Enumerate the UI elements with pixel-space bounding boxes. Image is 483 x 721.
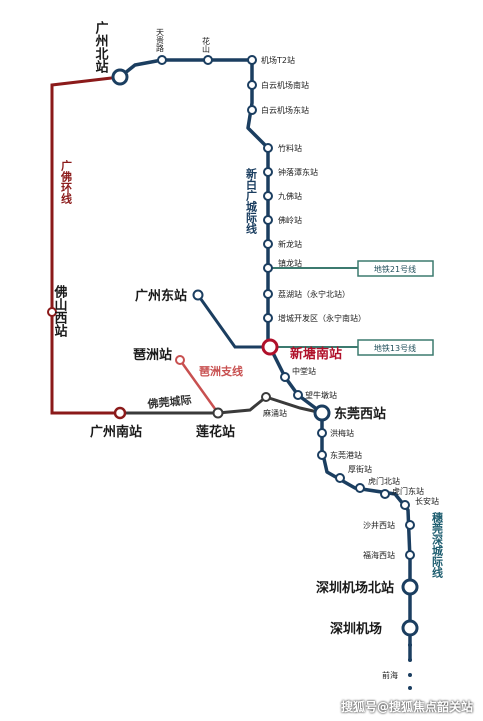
metro21-callout-label: 地铁21号线 <box>374 264 416 274</box>
station-marker-dongguan-xi <box>313 404 331 422</box>
station-marker-guangzhou-bei <box>111 68 129 86</box>
label-zhuliao: 竹料站 <box>278 143 302 153</box>
qianhai-dotted-extension <box>408 643 412 690</box>
label-guangzhou-nan: 广州南站 <box>90 424 142 440</box>
label-fuhai-xi: 福海西站 <box>363 550 395 560</box>
label-zhongtang: 中堂站 <box>292 366 316 376</box>
label-guangzhou-dong: 广州东站 <box>135 288 187 304</box>
label-chang-an: 长安站 <box>415 496 439 506</box>
label-zhongluotan-dong: 钟落潭东站 <box>278 167 318 177</box>
pizhou-branch-label: 琶洲支线 <box>199 364 243 378</box>
station-marker-pizhou <box>175 355 185 365</box>
guanshen-line-label: 穗莞深城际线 <box>431 511 445 579</box>
foguan-line-label: 佛莞城际 <box>146 392 192 411</box>
station-marker-lianhua <box>212 407 224 419</box>
metro21-callout-box <box>357 260 434 277</box>
label-zengcheng: 增城开发区（永宁南站） <box>278 313 366 323</box>
station-marker-foling <box>263 215 273 225</box>
label-dongguan-xi: 东莞西站 <box>334 406 386 422</box>
label-foling: 佛岭站 <box>278 215 302 225</box>
guangzhou-dong-connector <box>196 294 270 349</box>
station-marker-tiangui-lu <box>157 55 167 65</box>
label-houjie: 厚街站 <box>348 464 372 474</box>
guangfo-ring-line <box>50 75 121 415</box>
label-zhenlong: 镇龙站 <box>278 258 302 268</box>
station-marker-lihu <box>263 289 273 299</box>
station-marker-jiufo <box>263 191 273 201</box>
station-marker-shenzhen-airport <box>401 619 419 637</box>
label-humen-dong: 虎门东站 <box>392 486 424 496</box>
label-foshan-xi: 佛山西站 <box>52 284 69 338</box>
foguan-intercity-line <box>120 395 323 415</box>
station-marker-xintang-nan <box>261 338 279 356</box>
label-jiufo: 九佛站 <box>278 191 302 201</box>
guangfo-ring-line-label: 广佛环线 <box>60 159 74 205</box>
station-marker-hongmei <box>317 428 327 438</box>
station-marker-xinlong <box>263 239 273 249</box>
station-marker-zhuliao <box>263 143 273 153</box>
label-dongguan-gang: 东莞港站 <box>330 450 362 460</box>
label-xintang-nan: 新塘南站 <box>290 346 342 362</box>
label-wangniudun: 望牛墩站 <box>305 390 337 400</box>
station-marker-shajing-xi <box>405 520 415 530</box>
station-marker-foshan-xi <box>47 307 57 317</box>
station-marker-zhenlong <box>263 263 273 273</box>
station-marker-dongguan-gang <box>317 450 327 460</box>
metro13-callout-box <box>357 339 434 356</box>
station-marker-humen-dong <box>380 489 390 499</box>
metro13-callout-label: 地铁13号线 <box>374 343 416 353</box>
station-marker-chang-an <box>400 500 410 510</box>
label-hongmei: 洪梅站 <box>330 428 354 438</box>
station-marker-guangzhou-nan <box>113 406 127 420</box>
label-shenzhen-airport: 深圳机场 <box>330 621 382 637</box>
station-marker-zhongtang <box>280 372 290 382</box>
station-marker-zengcheng <box>263 313 273 323</box>
station-marker-humen-bei <box>355 483 365 493</box>
station-marker-baiyun-airport-dong <box>247 105 257 115</box>
pizhou-branch-line <box>178 359 220 414</box>
label-airport-t2: 机场T2站 <box>261 55 295 65</box>
station-marker-fuhai-xi <box>405 550 415 560</box>
station-marker-baiyun-airport-nan <box>247 80 257 90</box>
label-tiangui-lu: 天贵路 <box>156 28 165 52</box>
label-baiyun-airport-dong: 白云机场东站 <box>261 105 309 115</box>
label-shajing-xi: 沙井西站 <box>363 520 395 530</box>
label-guangzhou-bei: 广州北站 <box>93 20 110 74</box>
label-xinlong: 新龙站 <box>278 239 302 249</box>
label-shenzhen-airport-bei: 深圳机场北站 <box>316 580 394 596</box>
station-marker-huashan <box>203 55 213 65</box>
station-marker-houjie <box>335 473 345 483</box>
station-marker-shenzhen-airport-bei <box>401 578 419 596</box>
xinbaiguang-line-label: 新白广城际线 <box>245 167 258 235</box>
label-huashan: 花山 <box>202 36 211 54</box>
label-qianhai: 前海 <box>382 670 398 680</box>
label-baiyun-airport-nan: 白云机场南站 <box>261 80 309 90</box>
watermark: 搜狐号@搜狐焦点韶关站 <box>340 700 473 714</box>
label-lihu: 荔湖站（永宁北站） <box>278 289 350 299</box>
station-marker-guangzhou-dong <box>192 289 204 301</box>
label-lianhua: 莲花站 <box>196 424 235 440</box>
label-pizhou: 琶洲站 <box>133 347 172 363</box>
station-marker-wangniudun <box>293 390 303 400</box>
label-humen-bei: 虎门北站 <box>368 476 400 486</box>
station-marker-zhongluotan-dong <box>263 167 273 177</box>
station-marker-machong <box>261 392 271 402</box>
station-marker-airport-t2 <box>247 55 257 65</box>
label-machong: 麻涌站 <box>263 408 287 418</box>
